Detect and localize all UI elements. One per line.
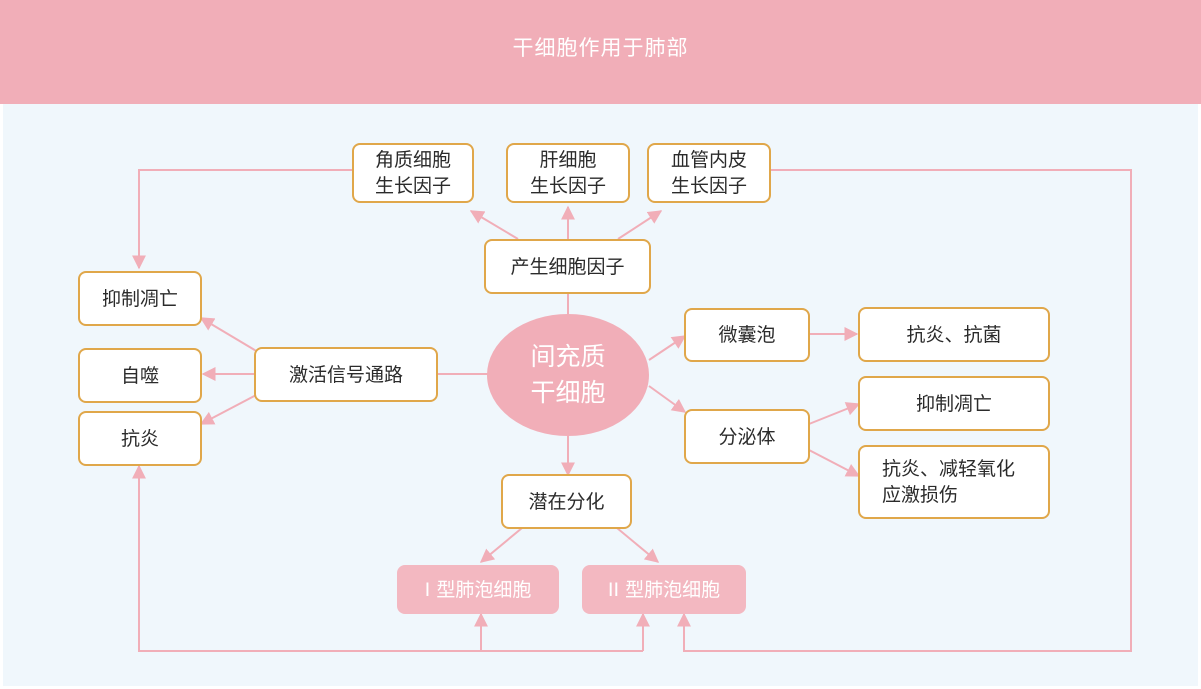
node-inhibit-apoptosis-right: 抑制凋亡 bbox=[858, 376, 1050, 431]
node-type2-alveolar-cell: II 型肺泡细胞 bbox=[582, 565, 746, 614]
node-mesenchymal-stem-cell: 间充质 干细胞 bbox=[487, 314, 649, 436]
node-keratinocyte-growth-factor: 角质细胞 生长因子 bbox=[352, 143, 474, 203]
node-inhibit-apoptosis-left: 抑制凋亡 bbox=[78, 271, 202, 326]
node-anti-inflammatory-left: 抗炎 bbox=[78, 411, 202, 466]
node-potential-differentiation: 潜在分化 bbox=[501, 474, 632, 529]
node-type1-alveolar-cell: I 型肺泡细胞 bbox=[397, 565, 559, 614]
node-anti-inflammatory-antibacterial: 抗炎、抗菌 bbox=[858, 307, 1050, 362]
node-secretome: 分泌体 bbox=[684, 409, 810, 464]
page-title: 干细胞作用于肺部 bbox=[512, 36, 689, 60]
node-autophagy: 自噬 bbox=[78, 348, 202, 403]
header-bar: 干细胞作用于肺部 bbox=[0, 0, 1201, 104]
node-microvesicles: 微囊泡 bbox=[684, 308, 810, 362]
node-activate-signaling: 激活信号通路 bbox=[254, 347, 438, 402]
node-vascular-endothelial-growth-factor: 血管内皮 生长因子 bbox=[647, 143, 771, 203]
node-anti-inflammatory-oxidative: 抗炎、减轻氧化 应激损伤 bbox=[858, 445, 1050, 519]
node-produce-cytokines: 产生细胞因子 bbox=[484, 239, 651, 294]
node-hepatocyte-growth-factor: 肝细胞 生长因子 bbox=[506, 143, 630, 203]
